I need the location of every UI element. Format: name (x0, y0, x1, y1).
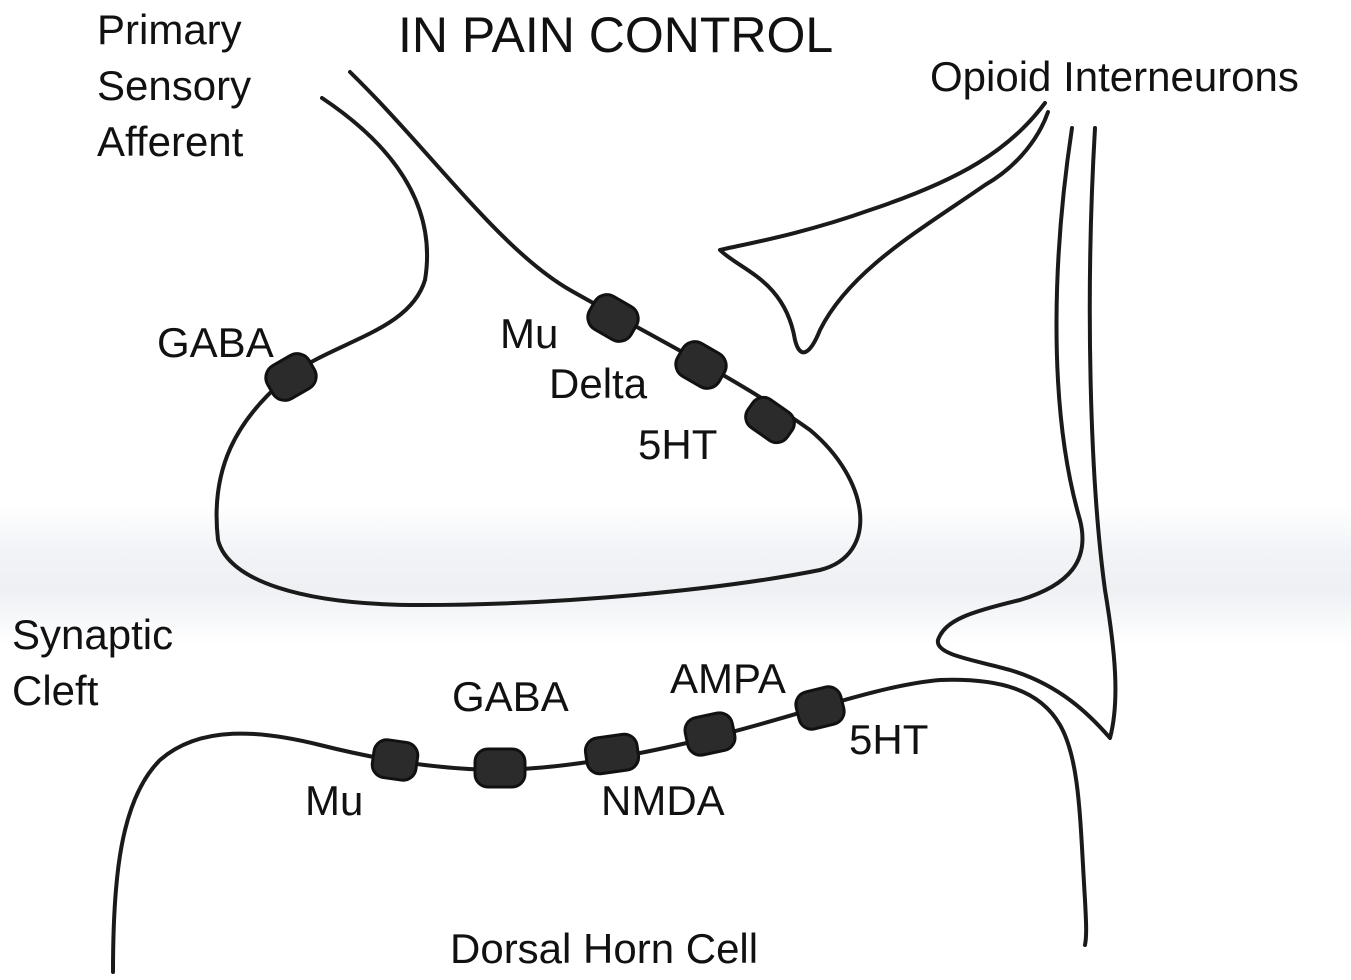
synaptic-cleft-label: Synaptic Cleft (12, 607, 173, 719)
receptor-gaba-pre-label: GABA (157, 322, 274, 364)
descending-fiber-outline (938, 128, 1116, 738)
receptor-mu-pre-shape (583, 290, 644, 347)
dorsal-horn-cell-label: Dorsal Horn Cell (450, 928, 758, 970)
receptor-gaba-post-label: GABA (452, 676, 569, 718)
receptor-ampa-post-label: AMPA (670, 658, 786, 700)
diagram-title: IN PAIN CONTROL (398, 10, 833, 60)
receptor-5ht-post-label: 5HT (849, 719, 928, 761)
receptor-mu-post-label: Mu (305, 780, 363, 822)
receptor-nmda-post-shape (584, 733, 641, 776)
receptor-delta-pre-label: Delta (549, 363, 647, 405)
opioid-interneurons-label: Opioid Interneurons (930, 56, 1299, 98)
receptor-gaba-post-shape (475, 749, 525, 787)
receptor-5ht-post-shape (793, 684, 847, 732)
receptor-5ht-pre-shape (741, 392, 800, 447)
opioid-interneuron-outline (720, 103, 1048, 352)
receptor-mu-pre-label: Mu (500, 313, 558, 355)
receptor-5ht-pre-label: 5HT (638, 424, 717, 466)
receptor-nmda-post-label: NMDA (601, 780, 725, 822)
receptor-delta-pre-shape (671, 337, 732, 394)
receptor-ampa-post-shape (683, 710, 738, 757)
primary-sensory-afferent-label: Primary Sensory Afferent (97, 2, 251, 170)
receptor-mu-post-shape (371, 738, 420, 782)
